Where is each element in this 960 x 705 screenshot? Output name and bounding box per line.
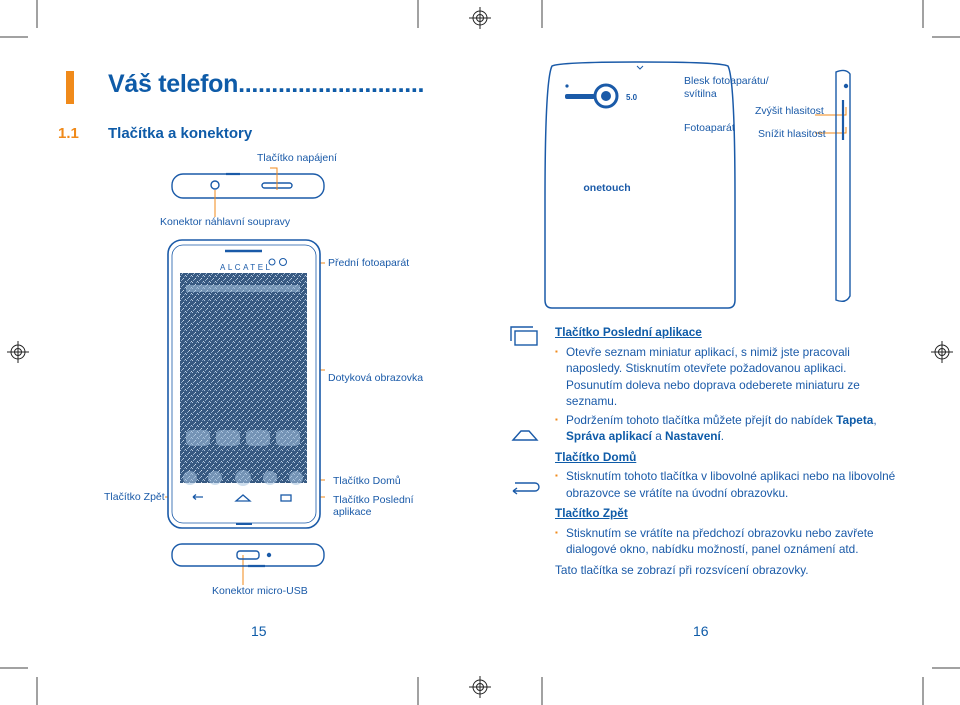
label-front-camera: Přední fotoaparát bbox=[328, 257, 409, 269]
back-icon bbox=[512, 482, 540, 495]
phone-side bbox=[835, 69, 851, 303]
label-headset: Konektor náhlavní soupravy bbox=[160, 216, 291, 228]
page-title: Váš telefon............................ bbox=[108, 70, 425, 98]
label-vol-down: Snížit hlasitost bbox=[758, 128, 826, 140]
phone-bottom-edge bbox=[171, 543, 325, 568]
registration-marks bbox=[7, 7, 953, 698]
label-power: Tlačítko napájení bbox=[257, 152, 337, 164]
recent-apps-heading: Tlačítko Poslední aplikace bbox=[555, 325, 702, 339]
phone-back: 5.0 onetouch bbox=[544, 61, 736, 309]
page-number-left: 15 bbox=[251, 623, 267, 639]
camera-mp-text: 5.0 bbox=[626, 93, 638, 102]
page-number-right: 16 bbox=[693, 623, 709, 639]
title-accent-bar bbox=[66, 71, 74, 104]
buttons-description: Tlačítko Poslední aplikace Otevře seznam… bbox=[555, 322, 903, 578]
note-text: Tato tlačítka se zobrazí při rozsvícení … bbox=[555, 562, 809, 577]
label-flash-1: Blesk fotoaparátu/ bbox=[684, 75, 769, 87]
label-camera: Fotoaparát bbox=[684, 122, 735, 134]
back-heading: Tlačítko Zpět bbox=[555, 506, 628, 520]
label-back: Tlačítko Zpět bbox=[104, 491, 165, 503]
phone-front bbox=[167, 239, 321, 529]
back-key-icon[interactable] bbox=[192, 494, 203, 500]
label-vol-up: Zvýšit hlasitost bbox=[755, 105, 824, 117]
label-flash-2: svítilna bbox=[684, 88, 717, 100]
recent-apps-icon bbox=[510, 326, 538, 346]
recent-apps-bullet-2: Podržením tohoto tlačítka můžete přejít … bbox=[555, 412, 903, 445]
home-heading: Tlačítko Domů bbox=[555, 449, 637, 464]
recent-key-icon[interactable] bbox=[280, 494, 292, 502]
label-usb: Konektor micro-USB bbox=[212, 585, 308, 597]
section-title: Tlačítka a konektory bbox=[108, 125, 253, 142]
home-key-icon[interactable] bbox=[234, 494, 252, 502]
home-icon bbox=[511, 430, 539, 441]
label-touchscreen: Dotyková obrazovka bbox=[328, 372, 423, 384]
brand-front-logo: ALCATEL bbox=[220, 263, 272, 272]
label-home: Tlačítko Domů bbox=[333, 475, 401, 487]
label-recent-1: Tlačítko Poslední bbox=[333, 494, 414, 506]
home-bullet-1: Stisknutím tohoto tlačítka v libovolné a… bbox=[555, 468, 903, 501]
section-number: 1.1 bbox=[58, 125, 79, 142]
phone-top-edge bbox=[171, 172, 325, 199]
recent-apps-bullet-1: Otevře seznam miniatur aplikací, s nimiž… bbox=[555, 344, 903, 410]
back-bullet-1: Stisknutím se vrátíte na předchozí obraz… bbox=[555, 525, 903, 558]
brand-back-logo: onetouch bbox=[583, 182, 630, 194]
label-recent-2: aplikace bbox=[333, 506, 372, 518]
